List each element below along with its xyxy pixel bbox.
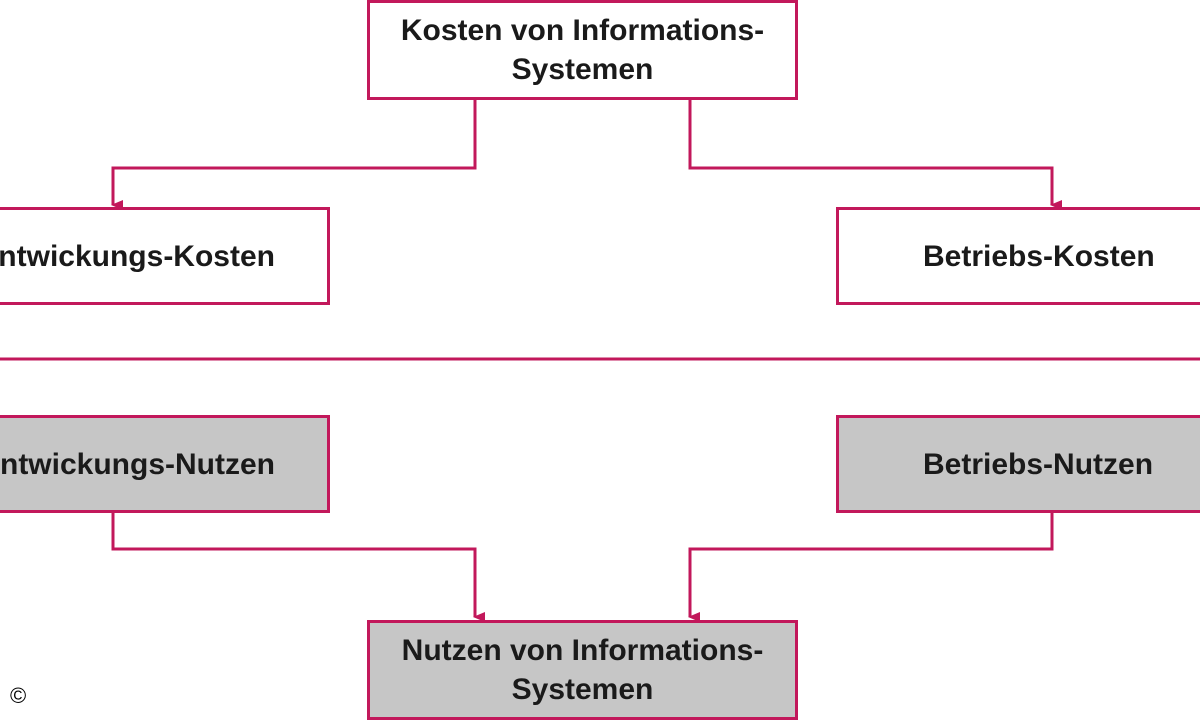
connector-dev-benefits-to-benefits <box>111 513 485 622</box>
benefits-root-line-2: Systemen <box>511 673 654 706</box>
costs-root-line-1: Kosten von Informations- <box>400 14 765 47</box>
op-costs-label: Betriebs-Kosten <box>923 239 1155 273</box>
dev-costs-node: Entwickungs-Kosten <box>0 207 330 305</box>
op-benefits-node: Betriebs-Nutzen <box>836 415 1200 513</box>
copyright-icon: © <box>10 683 27 708</box>
costs-root-label: Kosten von Informations- Systemen <box>401 11 764 89</box>
connector-op-benefits-to-benefits <box>688 513 1054 622</box>
dev-benefits-label: Entwickungs-Nutzen <box>0 447 275 481</box>
costs-root-line-2: Systemen <box>511 53 654 86</box>
connector-costs-to-op-costs <box>688 100 1062 210</box>
dev-benefits-node: Entwickungs-Nutzen <box>0 415 330 513</box>
benefits-root-line-1: Nutzen von Informations- <box>401 634 764 667</box>
dev-costs-label: Entwickungs-Kosten <box>0 239 275 273</box>
benefits-root-label: Nutzen von Informations- Systemen <box>402 631 764 709</box>
op-benefits-label: Betriebs-Nutzen <box>923 447 1154 481</box>
op-costs-node: Betriebs-Kosten <box>836 207 1200 305</box>
connector-costs-to-dev-costs <box>111 100 477 210</box>
benefits-root-node: Nutzen von Informations- Systemen <box>367 620 798 720</box>
costs-root-node: Kosten von Informations- Systemen <box>367 0 798 100</box>
